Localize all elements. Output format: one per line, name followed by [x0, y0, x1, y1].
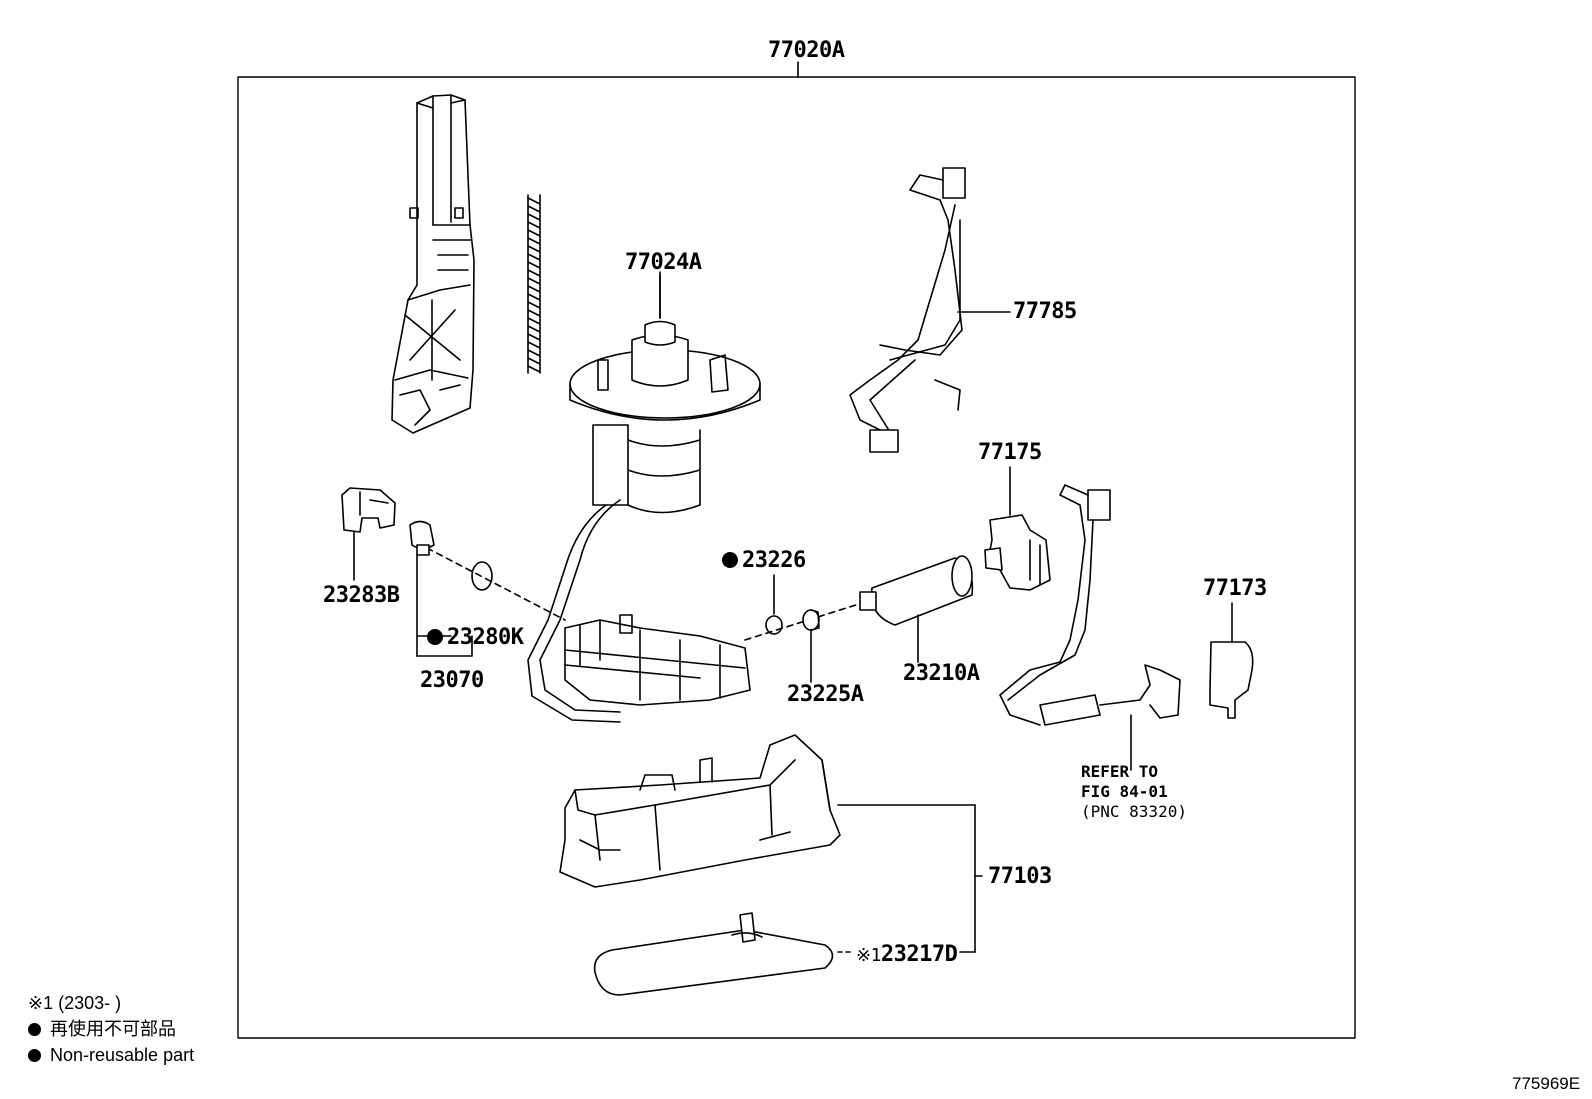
label-23210a: 23210A: [903, 661, 980, 686]
alignment-line-left: [426, 547, 566, 621]
label-23225a: 23225A: [787, 682, 864, 707]
pump-motor-23210a-illustration: [859, 555, 974, 663]
coil-spring-illustration: [527, 194, 541, 374]
figure-code: 775969E: [1512, 1074, 1581, 1093]
refer-to-note: REFER TO FIG 84-01 (PNC 83320): [1081, 762, 1187, 822]
label-23280k: 23280K: [427, 627, 524, 649]
filter-23217d-illustration: [593, 912, 976, 996]
label-23070: 23070: [420, 668, 484, 693]
fitting-23280k-illustration: [409, 520, 452, 657]
housing-77103-illustration: [559, 734, 983, 953]
harness-77785-illustration: [849, 167, 1011, 453]
o-ring-illustration: [471, 561, 493, 591]
label-77785: 77785: [1013, 299, 1077, 324]
sender-wire-illustration: [999, 484, 1181, 771]
non-reusable-dot-icon: [722, 552, 738, 568]
sender-77175-illustration: [984, 466, 1051, 591]
refer-line-1: REFER TO: [1081, 762, 1159, 781]
label-77173: 77173: [1203, 576, 1267, 601]
label-77175: 77175: [978, 440, 1042, 465]
non-reusable-dot-icon: [28, 1023, 41, 1036]
assembly-frame: [237, 76, 1356, 1039]
label-77024a: 77024A: [625, 250, 702, 275]
label-77103: 77103: [988, 864, 1052, 889]
cap-77173-illustration: [1209, 602, 1254, 719]
non-reusable-dot-icon: [427, 629, 443, 645]
non-reusable-dot-icon: [28, 1049, 41, 1062]
label-77020a: 77020A: [768, 38, 845, 63]
label-23226: 23226: [722, 550, 806, 572]
refer-line-3: (PNC 83320): [1081, 802, 1187, 821]
washer-23226-illustration: [765, 615, 783, 635]
legend-non-reusable-en: Non-reusable part: [28, 1042, 194, 1068]
label-23283b: 23283B: [323, 583, 400, 608]
legend-note-1: ※1 (2303- ): [28, 993, 122, 1013]
note-mark: ※1: [856, 945, 881, 966]
gauge-arm-illustration: [391, 94, 475, 434]
refer-line-2: FIG 84-01: [1081, 782, 1168, 801]
spacer-23225a-illustration: [802, 609, 820, 683]
bracket-23283b-illustration: [341, 487, 396, 581]
label-23217d: ※123217D: [856, 942, 958, 967]
pump-housing-illustration: [564, 614, 751, 706]
legend-non-reusable-ja: 再使用不可部品: [28, 1016, 194, 1042]
pump-flange-illustration: [527, 274, 761, 723]
legend: ※1 (2303- ) 再使用不可部品 Non-reusable part: [28, 990, 194, 1068]
